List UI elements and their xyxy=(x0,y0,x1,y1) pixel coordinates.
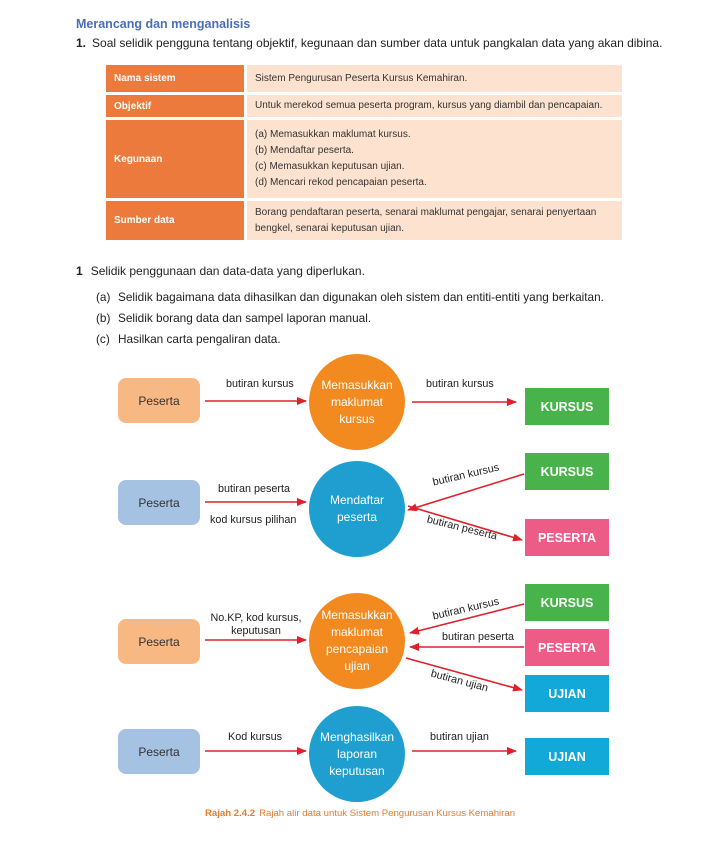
question-number: 1. xyxy=(76,36,87,50)
process-line: kursus xyxy=(339,411,375,426)
question-1: 1. Soal selidik pengguna tentang objektif… xyxy=(76,36,662,50)
figure-number: Rajah 2.4.2 xyxy=(204,808,256,819)
source-peserta-row1: Peserta xyxy=(118,378,200,423)
datastore-kursus: KURSUS xyxy=(525,388,609,425)
step-text: Selidik penggunaan dan data-data yang di… xyxy=(90,264,365,278)
sub-text: Selidik borang data dan sampel laporan m… xyxy=(118,311,372,325)
source-peserta-row2: Peserta xyxy=(118,480,200,525)
uses-value: (a) Memasukkan maklumat kursus. (b) Mend… xyxy=(247,120,622,201)
source-key: Sumber data xyxy=(106,201,247,243)
source-line: bengkel, senarai keputusan ujian. xyxy=(255,222,404,234)
table-row-uses: Kegunaan (a) Memasukkan maklumat kursus.… xyxy=(106,120,622,201)
process-line: ujian xyxy=(344,659,370,673)
uses-key: Kegunaan xyxy=(106,120,247,201)
sub-step-c: (c) Hasilkan carta pengaliran data. xyxy=(96,332,281,346)
source-line: Borang pendaftaran peserta, senarai makl… xyxy=(255,206,597,218)
flow-label: butiran kursus xyxy=(226,378,294,390)
datastore-ujian: UJIAN xyxy=(525,738,609,775)
system-name-key: Nama sistem xyxy=(106,65,247,95)
flow-label: butiran ujian xyxy=(430,731,489,743)
process-line: Memasukkan xyxy=(321,608,393,622)
table-row-system: Nama sistem Sistem Pengurusan Peserta Ku… xyxy=(106,65,622,95)
sub-step-b: (b) Selidik borang data dan sampel lapora… xyxy=(96,311,371,325)
arrow-row2-out xyxy=(407,505,523,542)
datastore-peserta: PESERTA xyxy=(525,629,609,666)
objective-key: Objektif xyxy=(106,95,247,120)
figure-caption-text: Rajah alir data untuk Sistem Pengurusan … xyxy=(259,808,516,819)
arrow-row3-out xyxy=(405,657,523,692)
source-peserta-row3: Peserta xyxy=(118,619,200,664)
section-title: Merancang dan menganalisis xyxy=(76,17,251,31)
process-line: pencapaian xyxy=(325,642,389,656)
process-line: Menghasilkan xyxy=(319,729,395,744)
flow-label: No.KP, kod kursus,keputusan xyxy=(203,612,309,638)
sub-letter: (b) xyxy=(96,311,111,325)
table-row-source: Sumber data Borang pendaftaran peserta, … xyxy=(106,201,622,243)
process-register-participant: Mendaftar peserta xyxy=(309,461,405,557)
sub-text: Selidik bagaimana data dihasilkan dan di… xyxy=(118,290,604,304)
use-item: (a) Memasukkan maklumat kursus. xyxy=(255,129,411,140)
flow-label: butiran peserta xyxy=(218,483,291,495)
system-name-value: Sistem Pengurusan Peserta Kursus Kemahir… xyxy=(247,65,622,95)
sub-letter: (a) xyxy=(96,290,111,304)
process-line: laporan xyxy=(336,746,377,761)
process-line: maklumat xyxy=(330,625,383,639)
datastore-ujian: UJIAN xyxy=(525,675,609,712)
flow-label: Kod kursus xyxy=(228,731,283,743)
process-line: Memasukkan xyxy=(321,377,393,392)
step-1: 1 Selidik penggunaan dan data-data yang d… xyxy=(76,264,365,278)
flow-label-line: No.KP, kod kursus, xyxy=(210,612,302,624)
flow-label: butiran peserta xyxy=(442,631,515,643)
process-generate-report: Menghasilkan laporan keputusan xyxy=(309,706,405,802)
process-enter-course-info: Memasukkan maklumat kursus xyxy=(309,354,405,450)
process-line: keputusan xyxy=(329,763,385,778)
sub-step-a: (a) Selidik bagaimana data dihasilkan dan… xyxy=(96,290,604,304)
process-line: peserta xyxy=(336,510,378,524)
use-item: (d) Mencari rekod pencapaian peserta. xyxy=(255,177,427,188)
datastore-kursus: KURSUS xyxy=(525,584,609,621)
flow-label: butiran kursus xyxy=(426,378,494,390)
source-value: Borang pendaftaran peserta, senarai makl… xyxy=(247,201,622,243)
arrow-row3-store-in-1 xyxy=(409,603,525,635)
sub-letter: (c) xyxy=(96,332,110,346)
source-peserta-row4: Peserta xyxy=(118,729,200,774)
process-line: maklumat xyxy=(330,394,383,409)
arrow-row2-store-in xyxy=(407,473,525,512)
requirements-table: Nama sistem Sistem Pengurusan Peserta Ku… xyxy=(106,65,622,243)
datastore-peserta: PESERTA xyxy=(525,519,609,556)
use-item: (c) Memasukkan keputusan ujian. xyxy=(255,161,405,172)
question-text: Soal selidik pengguna tentang objektif, … xyxy=(92,36,663,50)
datastore-kursus: KURSUS xyxy=(525,453,609,490)
process-enter-test-results: Memasukkan maklumat pencapaian ujian xyxy=(309,593,405,689)
step-number: 1 xyxy=(76,264,83,278)
use-item: (b) Mendaftar peserta. xyxy=(255,145,354,156)
flow-label-line: keputusan xyxy=(231,625,281,637)
process-line: Mendaftar xyxy=(329,493,385,507)
flow-label: kod kursus pilihan xyxy=(210,514,297,526)
sub-text: Hasilkan carta pengaliran data. xyxy=(118,332,281,346)
objective-value: Untuk merekod semua peserta program, kur… xyxy=(247,95,622,120)
table-row-objective: Objektif Untuk merekod semua peserta pro… xyxy=(106,95,622,120)
